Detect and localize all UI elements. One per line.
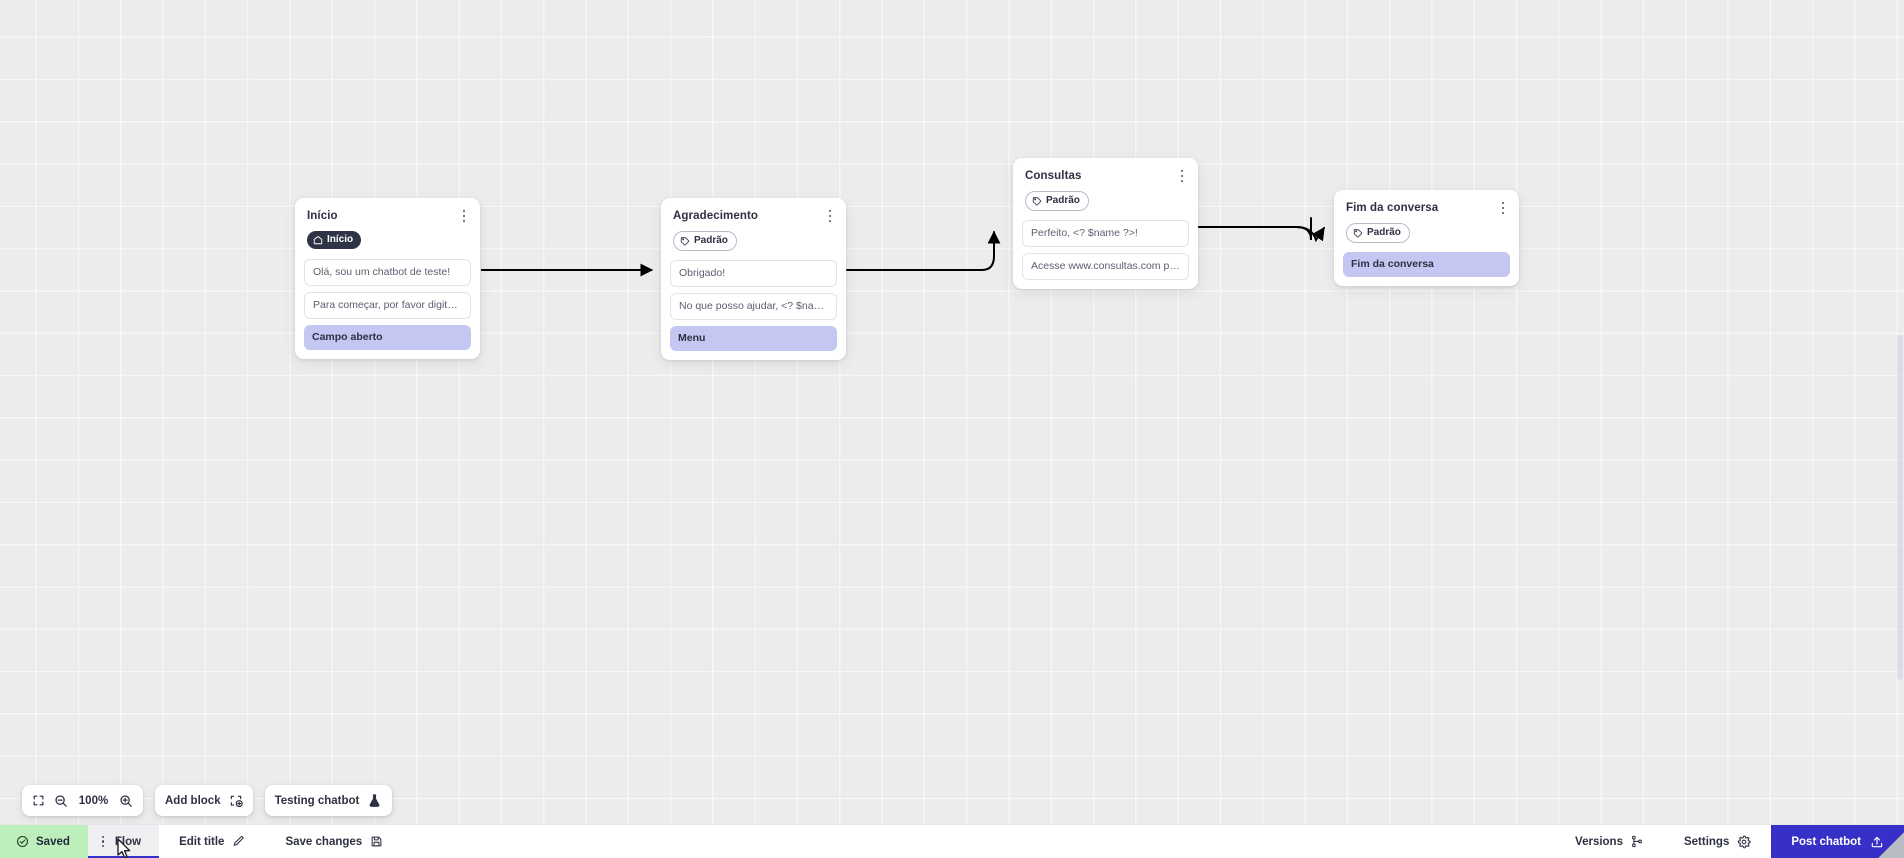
versions-button[interactable]: Versions	[1555, 825, 1664, 858]
save-changes-button[interactable]: Save changes	[265, 825, 403, 858]
edit-title-button[interactable]: Edit title	[159, 825, 265, 858]
check-circle-icon	[16, 835, 29, 848]
zoom-in-icon[interactable]	[119, 794, 133, 808]
testing-chatbot-group[interactable]: Testing chatbot	[264, 785, 393, 816]
node-badge-label: Início	[327, 234, 354, 245]
add-block-icon	[229, 794, 243, 808]
flow-connectors	[481, 217, 1325, 277]
gear-icon	[1737, 834, 1752, 849]
flow-node-consultas[interactable]: Consultas Padrão Perfeito, <? $name ?>! …	[1013, 158, 1198, 289]
tag-icon	[680, 237, 690, 246]
bottom-status-bar: Saved Flow Edit title Save changes	[0, 824, 1904, 858]
flow-node-agradecimento[interactable]: Agradecimento Padrão Obrigado! No que po…	[661, 198, 846, 360]
zoom-out-icon[interactable]	[54, 794, 68, 808]
post-chatbot-label: Post chatbot	[1791, 835, 1861, 848]
versions-label: Versions	[1575, 835, 1623, 848]
tab-flow[interactable]: Flow	[87, 825, 160, 858]
bottom-bar-right: Versions Settings	[1555, 825, 1904, 858]
node-bubbles: Obrigado! No que posso ajudar, <? $name …	[670, 260, 837, 351]
node-header: Início	[304, 207, 471, 224]
node-menu-button[interactable]	[1496, 200, 1510, 216]
message-bubble[interactable]: Acesse www.consultas.com par...	[1022, 253, 1189, 280]
branch-icon	[1631, 835, 1644, 848]
node-badge-tag[interactable]: Padrão	[1025, 191, 1089, 211]
node-title: Início	[307, 210, 338, 222]
node-badge-start[interactable]: Início	[307, 231, 362, 249]
node-menu-button[interactable]	[1175, 168, 1189, 184]
node-badge-label: Padrão	[1046, 195, 1080, 206]
flow-tab-label: Flow	[114, 835, 142, 848]
node-badge-label: Padrão	[1367, 227, 1401, 238]
message-bubble[interactable]: No que posso ajudar, <? $name ...	[670, 293, 837, 320]
flow-tab-menu-icon[interactable]	[96, 834, 110, 850]
node-badge-tag[interactable]: Padrão	[1346, 223, 1410, 243]
message-bubble[interactable]: Para começar, por favor digite o ...	[304, 292, 471, 319]
vertical-scrollbar-thumb[interactable]	[1897, 335, 1903, 680]
canvas-toolbar: 100% Add block	[22, 785, 393, 816]
edge-consultas-to-fim	[1198, 217, 1312, 241]
tag-icon	[1032, 197, 1042, 206]
message-bubble[interactable]: Perfeito, <? $name ?>!	[1022, 220, 1189, 247]
node-bubbles: Perfeito, <? $name ?>! Acesse www.consul…	[1022, 220, 1189, 280]
node-title: Agradecimento	[673, 210, 759, 222]
node-header: Agradecimento	[670, 207, 837, 224]
edit-title-label: Edit title	[179, 835, 225, 848]
testing-chatbot-button[interactable]: Testing chatbot	[275, 793, 383, 808]
save-changes-label: Save changes	[285, 835, 363, 848]
flow-node-inicio[interactable]: Início Início Olá, sou um chatbot de tes…	[295, 198, 480, 359]
message-bubble[interactable]: Olá, sou um chatbot de teste!	[304, 259, 471, 286]
add-block-button[interactable]: Add block	[165, 794, 243, 808]
home-icon	[313, 236, 323, 245]
node-badge-tag[interactable]: Padrão	[673, 231, 737, 251]
node-menu-button[interactable]	[823, 208, 837, 224]
add-block-label: Add block	[165, 794, 221, 807]
node-action-button[interactable]: Campo aberto	[304, 325, 471, 350]
tag-icon	[1353, 229, 1363, 238]
zoom-controls-group: 100%	[22, 785, 143, 816]
testing-chatbot-label: Testing chatbot	[274, 794, 360, 807]
upload-icon	[1870, 835, 1884, 849]
post-chatbot-button[interactable]: Post chatbot	[1771, 825, 1904, 858]
settings-label: Settings	[1683, 835, 1730, 848]
node-badge-label: Padrão	[694, 235, 728, 246]
node-title: Fim da conversa	[1346, 202, 1439, 214]
node-bubbles: Olá, sou um chatbot de teste! Para começ…	[304, 259, 471, 350]
vertical-scrollbar[interactable]	[1895, 0, 1904, 815]
floppy-disk-icon	[370, 835, 383, 848]
bottom-bar-left: Saved Flow Edit title Save changes	[0, 825, 403, 858]
edge-agradecimento-to-consultas	[846, 230, 1001, 271]
flow-canvas[interactable]: Início Início Olá, sou um chatbot de tes…	[0, 0, 1904, 824]
message-bubble[interactable]: Obrigado!	[670, 260, 837, 287]
node-header: Consultas	[1022, 167, 1189, 184]
node-action-button[interactable]: Fim da conversa	[1343, 252, 1510, 277]
node-title: Consultas	[1025, 170, 1082, 182]
flask-icon	[367, 793, 382, 808]
fit-screen-icon[interactable]	[32, 794, 45, 807]
node-header: Fim da conversa	[1343, 199, 1510, 216]
edge-consultas-to-fim-tail	[1198, 226, 1325, 243]
zoom-level-value: 100%	[78, 794, 109, 807]
saved-status-badge: Saved	[0, 825, 88, 858]
saved-label: Saved	[36, 835, 70, 848]
node-badge-row: Padrão	[1022, 184, 1189, 213]
add-block-group[interactable]: Add block	[155, 785, 253, 816]
node-badge-row: Padrão	[670, 224, 837, 253]
settings-button[interactable]: Settings	[1664, 825, 1771, 858]
node-bubbles: Fim da conversa	[1343, 252, 1510, 277]
flow-node-fim-da-conversa[interactable]: Fim da conversa Padrão Fim da conversa	[1334, 190, 1519, 286]
node-badge-row: Padrão	[1343, 216, 1510, 245]
node-action-button[interactable]: Menu	[670, 326, 837, 351]
node-badge-row: Início	[304, 224, 471, 252]
pencil-icon	[232, 835, 245, 848]
node-menu-button[interactable]	[457, 208, 471, 224]
